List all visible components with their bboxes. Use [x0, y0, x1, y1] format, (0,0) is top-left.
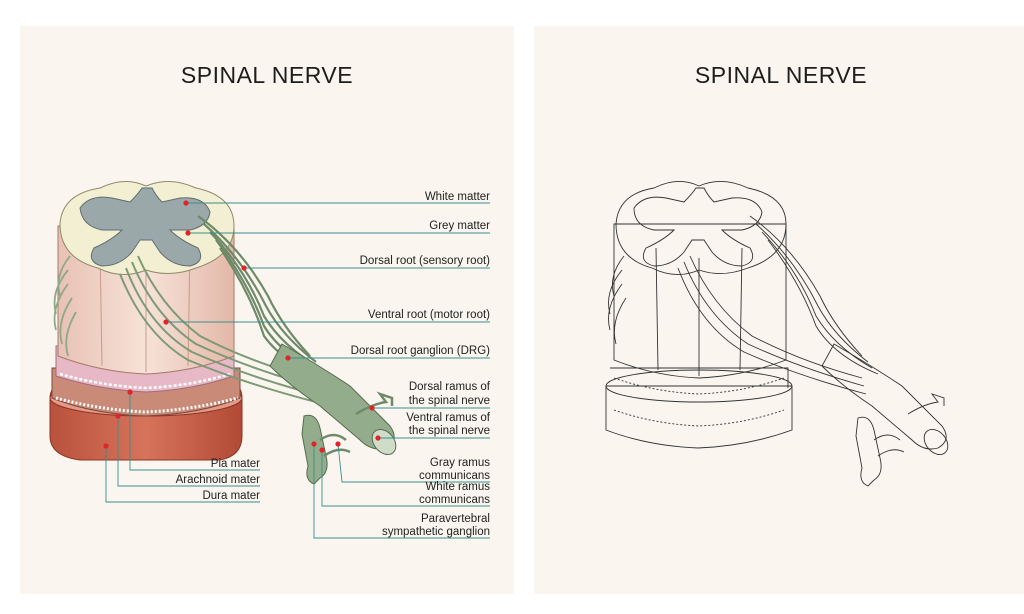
outline-cord-body [614, 224, 786, 378]
left-panel: SPINAL NERVE [20, 26, 514, 594]
outline-rootlets [609, 216, 879, 394]
spinal-nerve-colored-diagram: White matter Grey matter Dorsal root (se… [20, 26, 514, 594]
label-ventral-root: Ventral root (motor root) [368, 309, 490, 321]
label-dorsal-root: Dorsal root (sensory root) [360, 255, 491, 267]
outline-nerve-trunk [822, 344, 953, 459]
label-dorsal-ramus-line2: the spinal nerve [409, 395, 490, 407]
label-drg: Dorsal root ganglion (DRG) [351, 345, 491, 357]
spinal-nerve-outline-diagram [534, 26, 1024, 594]
label-arachnoid-mater: Arachnoid mater [176, 474, 261, 486]
label-pia-mater: Pia mater [211, 458, 260, 470]
label-white-matter: White matter [425, 191, 490, 203]
label-white-ramus-line2: communicans [419, 494, 490, 506]
label-paravertebral-line1: Paravertebral [421, 513, 490, 525]
label-grey-matter: Grey matter [429, 220, 490, 232]
label-ventral-ramus-line2: the spinal nerve [409, 425, 490, 437]
label-ventral-ramus-line1: Ventral ramus of [406, 412, 491, 424]
right-panel: SPINAL NERVE [534, 26, 1024, 594]
label-white-ramus-line1: White ramus [425, 481, 490, 493]
outline-grey-matter [634, 188, 762, 266]
label-paravertebral-line2: sympathetic ganglion [382, 526, 490, 538]
outline-meninges [606, 368, 792, 448]
label-dura-mater: Dura mater [202, 490, 260, 502]
label-dorsal-ramus-line1: Dorsal ramus of [409, 381, 491, 393]
label-gray-ramus-line1: Gray ramus [430, 457, 490, 469]
